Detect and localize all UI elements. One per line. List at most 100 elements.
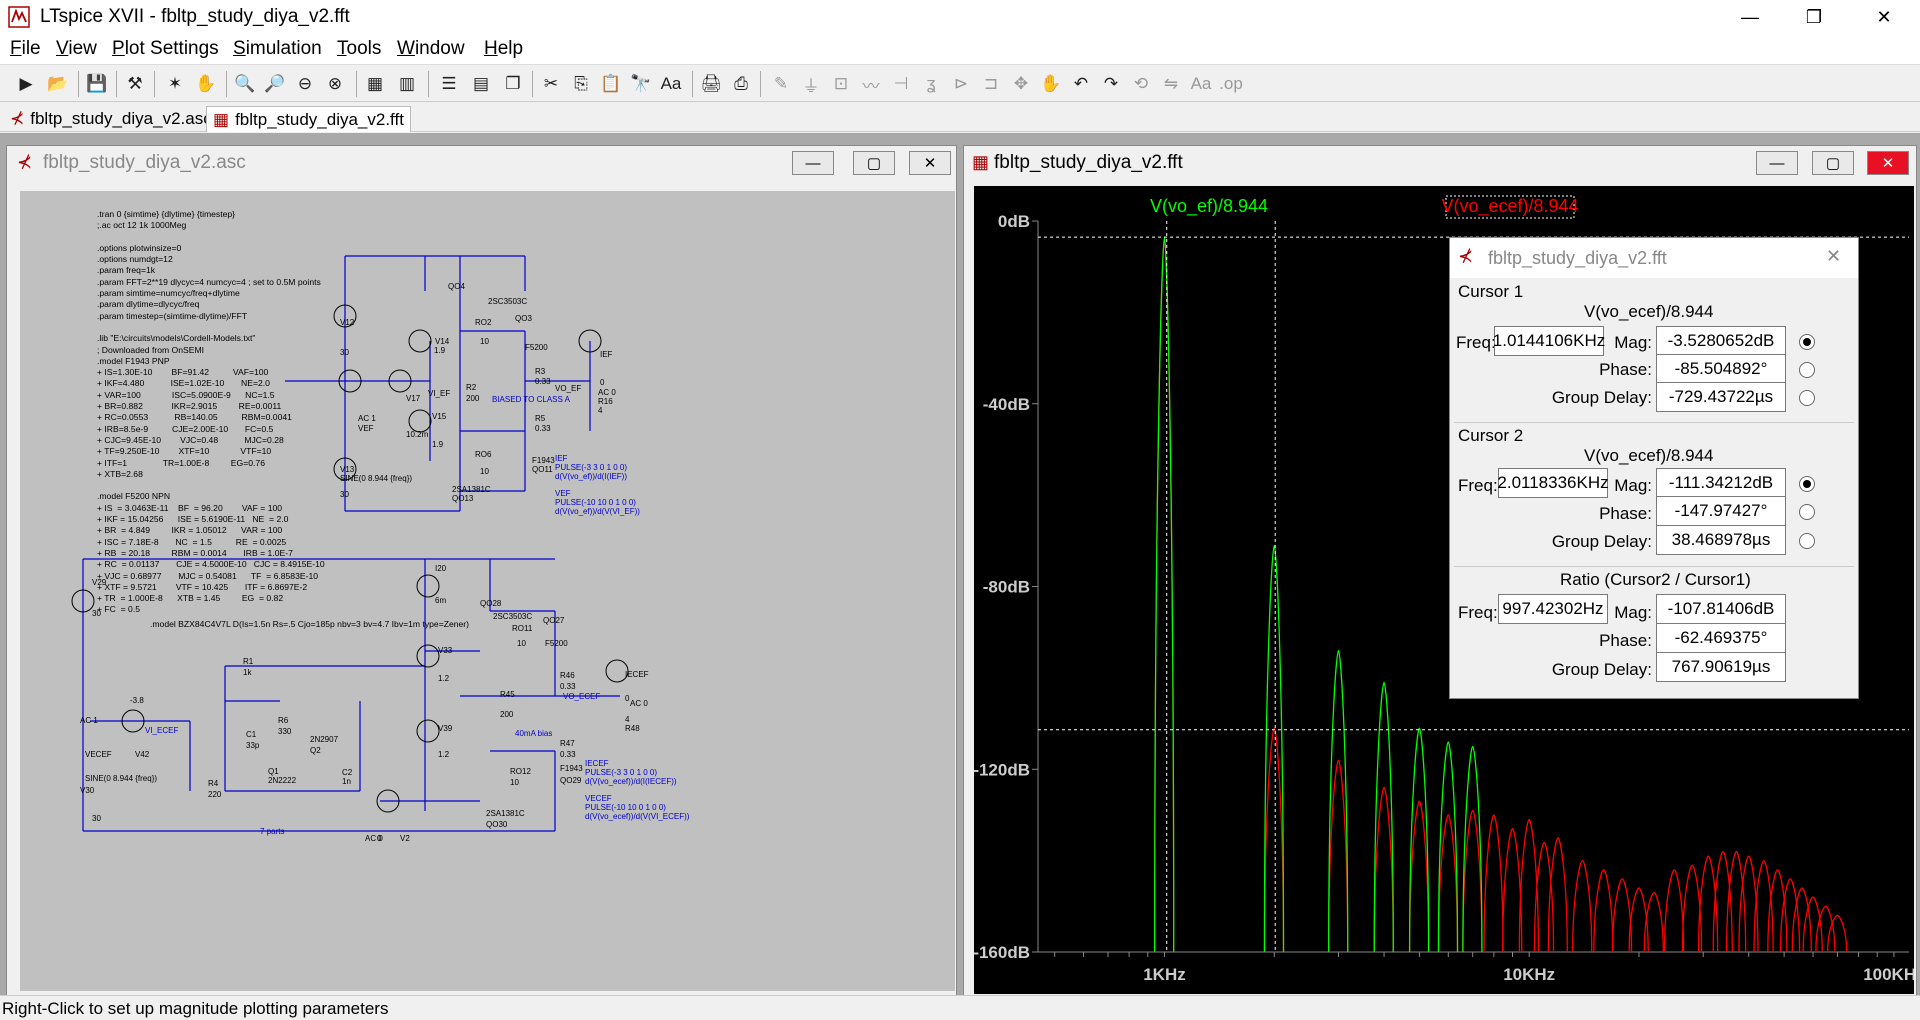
label-icon[interactable]: ⊡ — [833, 74, 849, 93]
diode-icon[interactable]: ⊳ — [953, 74, 969, 93]
schematic-maximize-button[interactable]: ▢ — [853, 151, 895, 175]
fit-icon[interactable]: ▥ — [398, 74, 416, 93]
cursor1-phase-field[interactable]: -85.504892° — [1656, 354, 1786, 384]
autorange-icon[interactable]: ▦ — [366, 74, 384, 93]
control-panel-icon[interactable]: ⚒ — [127, 74, 143, 93]
cursor1-phase-radio[interactable] — [1799, 362, 1815, 378]
cursor2-phase-label: Phase: — [1599, 504, 1652, 523]
ratio-phase-field[interactable]: -62.469375° — [1656, 623, 1786, 653]
wire-icon[interactable]: ✎ — [773, 74, 789, 93]
spice-directive-icon[interactable]: .op — [1219, 74, 1243, 93]
zoom-out-icon[interactable]: 🔎 — [264, 74, 286, 93]
schematic-window[interactable]: ⊀ fbltp_study_diya_v2.asc — ▢ ✕ .tran 0 … — [6, 145, 957, 996]
halt-icon[interactable]: ✶ — [167, 74, 183, 93]
cursor1-gd-radio[interactable] — [1799, 390, 1815, 406]
mirror-icon[interactable]: ⇋ — [1163, 74, 1179, 93]
voltage-source-symbol — [578, 329, 602, 353]
cut-icon[interactable]: ✂ — [543, 74, 559, 93]
cascade-icon[interactable]: ❐ — [505, 74, 521, 93]
find-icon[interactable]: 🔭 — [630, 74, 652, 93]
resistor-icon[interactable]: 〰 — [862, 76, 880, 96]
schematic-canvas[interactable]: .tran 0 {simtime} {dlytime} {timestep};.… — [20, 191, 955, 991]
cursor2-gd-radio[interactable] — [1799, 533, 1815, 549]
cursor2-freq-field[interactable]: 2.0118336KHz — [1497, 468, 1609, 498]
cursor2-mag-field[interactable]: -111.34212dB — [1656, 468, 1786, 498]
cursor2-gd-field[interactable]: 38.468978µs — [1656, 525, 1786, 555]
schematic-minimize-button[interactable]: — — [792, 151, 834, 175]
cursor2-mag-radio[interactable] — [1799, 476, 1815, 492]
directive-line: + RC = 0.01137 CJE = 4.5000E-10 CJC = 8.… — [97, 559, 325, 570]
cursor2-phase-radio[interactable] — [1799, 504, 1815, 520]
drag-icon[interactable]: ✋ — [1040, 74, 1062, 93]
minimize-button[interactable]: — — [1741, 6, 1759, 27]
schematic-label: 6m — [435, 596, 446, 605]
pan-icon[interactable]: ✋ — [195, 74, 217, 93]
directive-line: .param freq=1k — [97, 265, 156, 276]
print-preview-icon[interactable]: ⎙ — [734, 74, 748, 93]
close-button[interactable]: ✕ — [1876, 6, 1892, 27]
comment-icon[interactable]: Aa — [1190, 74, 1212, 93]
zoom-cancel-icon[interactable]: ⊗ — [327, 74, 343, 93]
move-icon[interactable]: ✥ — [1013, 74, 1029, 93]
tile-horizontal-icon[interactable]: ☰ — [441, 74, 457, 93]
tile-vertical-icon[interactable]: ▤ — [472, 74, 490, 93]
component-icon[interactable]: ⊐ — [983, 74, 999, 93]
print-icon[interactable]: 🖨 — [700, 74, 722, 93]
spectrum-peak — [1663, 869, 1685, 953]
spectrum-peak — [1779, 878, 1801, 953]
copy-icon[interactable]: ⎘ — [574, 74, 588, 93]
capacitor-icon[interactable]: ⊣ — [893, 74, 909, 93]
menu-window[interactable]: Window — [397, 38, 465, 59]
schematic-label: IECEF — [625, 670, 649, 679]
schematic-label: 2SC3503C — [488, 297, 527, 306]
menu-help[interactable]: Help — [484, 38, 524, 59]
schematic-label: 2N2907 — [310, 735, 339, 744]
schematic-window-titlebar[interactable]: ⊀ fbltp_study_diya_v2.asc — [17, 152, 246, 173]
save-icon[interactable]: 💾 — [86, 74, 108, 93]
voltage-source-symbol — [338, 369, 362, 393]
cursor1-trace: V(vo_ecef)/8.944 — [1584, 302, 1714, 321]
menu-plot-settings[interactable]: Plot Settings — [112, 38, 219, 59]
cursor1-freq-field[interactable]: 1.0144106KHz — [1493, 326, 1605, 356]
spice-directives[interactable]: .tran 0 {simtime} {dlytime} {timestep};.… — [97, 209, 325, 616]
cursor2-phase-field[interactable]: -147.97427° — [1656, 496, 1786, 526]
fft-minimize-button[interactable]: — — [1756, 151, 1798, 175]
fft-close-button[interactable]: ✕ — [1867, 151, 1909, 175]
zoom-fit-icon[interactable]: ⊖ — [297, 74, 313, 93]
run-icon[interactable]: ▶ — [19, 74, 33, 93]
cursor-dialog-close-button[interactable]: ✕ — [1826, 246, 1842, 266]
voltage-source-symbol — [416, 719, 440, 743]
cursor-dialog[interactable]: ⊀ fbltp_study_diya_v2.fft ✕ Cursor 1 V(v… — [1449, 237, 1859, 699]
ratio-freq-field[interactable]: 997.42302Hz — [1498, 594, 1608, 624]
text-icon[interactable]: Aa — [660, 74, 682, 93]
menu-file[interactable]: File — [10, 38, 41, 59]
schematic-label: 10 — [510, 778, 519, 787]
tab-asc[interactable]: ⊀ fbltp_study_diya_v2.asc — [10, 109, 212, 128]
redo-icon[interactable]: ↷ — [1103, 74, 1119, 93]
open-icon[interactable]: 📂 — [47, 74, 69, 93]
menu-tools[interactable]: Tools — [337, 38, 382, 59]
paste-icon[interactable]: 📋 — [600, 74, 622, 93]
cursor-dialog-titlebar[interactable]: ⊀ fbltp_study_diya_v2.fft ✕ — [1450, 238, 1858, 278]
zoom-in-icon[interactable]: 🔍 — [234, 74, 256, 93]
schematic-label: 2SA1381C — [452, 485, 491, 494]
zener-model[interactable]: .model BZX84C4V7L D(Is=1.5n Rs=.5 Cjo=18… — [150, 619, 470, 629]
menu-view[interactable]: View — [56, 38, 97, 59]
ground-icon[interactable]: ⏚ — [802, 76, 820, 96]
inductor-icon[interactable]: ʓ — [926, 74, 936, 93]
fft-maximize-button[interactable]: ▢ — [1812, 151, 1854, 175]
ratio-mag-field[interactable]: -107.81406dB — [1656, 594, 1786, 624]
fft-window-titlebar[interactable]: ▦ fbltp_study_diya_v2.fft — [972, 152, 1183, 173]
cursor1-mag-field[interactable]: -3.5280652dB — [1656, 326, 1786, 356]
schematic-close-button[interactable]: ✕ — [909, 151, 951, 175]
cursor1-gd-field[interactable]: -729.43722µs — [1656, 382, 1786, 412]
fft-chart[interactable]: 0dB-40dB-80dB-120dB-160dB1KHz10KHz100KHz… — [973, 186, 1920, 994]
undo-icon[interactable]: ↶ — [1073, 74, 1089, 93]
rotate-icon[interactable]: ⟲ — [1133, 74, 1149, 93]
tab-fft[interactable]: ▦ fbltp_study_diya_v2.fft — [206, 106, 411, 132]
ratio-gd-field[interactable]: 767.90619µs — [1656, 652, 1786, 682]
cursor1-mag-radio[interactable] — [1799, 334, 1815, 350]
restore-button[interactable]: ❐ — [1805, 6, 1823, 27]
menu-simulation[interactable]: Simulation — [233, 38, 322, 59]
